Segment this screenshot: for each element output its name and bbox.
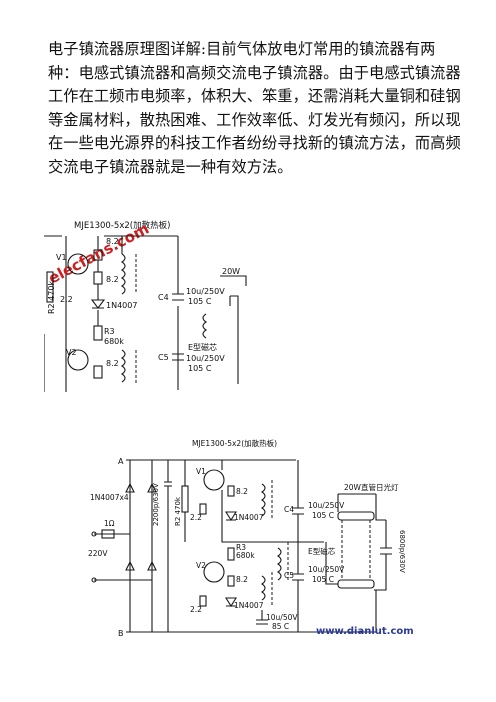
capacitor-c5 xyxy=(172,353,184,361)
resistor-r3 xyxy=(227,547,235,561)
c4-value1: 10u/250V xyxy=(308,501,345,510)
r-2-2-value: 2.2 xyxy=(60,295,73,304)
diode-symbol xyxy=(90,299,106,309)
r22b-value: 2.2 xyxy=(190,605,202,614)
lamp-filament-top xyxy=(337,511,375,521)
mains-terminal-1 xyxy=(91,531,97,537)
c4-value1: 10u/250V xyxy=(186,287,225,296)
r3-label: R3 xyxy=(104,327,115,336)
capacitor-right xyxy=(374,520,392,591)
r-top-value: 8.2 xyxy=(106,237,119,246)
c5-value1: 10u/250V xyxy=(308,565,345,574)
c4-value2: 105 C xyxy=(312,511,334,520)
schematic-figure-full: MJE1300-5x2(加散热板) A B 1N4007x4 1Ω 220V 2… xyxy=(86,430,436,642)
resistor-8-2-mid xyxy=(93,271,103,285)
resistor-8-2-a xyxy=(227,485,235,497)
resistor-2-2-a xyxy=(199,503,207,515)
c4-label: C4 xyxy=(284,505,294,514)
c-low-value2: 85 C xyxy=(272,622,289,631)
mains-terminal-2 xyxy=(91,577,97,583)
transistor-label: MJE1300-5x2(加散热板) xyxy=(192,438,277,448)
intro-paragraph: 电子镇流器原理图详解:目前气体放电灯常用的镇流器有两 种：电感式镇流器和高频交流… xyxy=(48,38,461,180)
capacitor-c5 xyxy=(292,542,304,632)
r8a-value: 8.2 xyxy=(236,487,248,496)
resistor-r2 xyxy=(46,271,54,303)
r22a-value: 2.2 xyxy=(190,513,202,522)
paragraph-line: 在一些电光源界的科技工作者纷纷寻找新的镇流方法，而高频 xyxy=(48,134,461,153)
r2-label: R2 470k xyxy=(174,496,182,526)
resistor-r2 xyxy=(181,485,189,513)
c-in-label: 2200p/630V xyxy=(152,483,160,526)
c-right-label: 6800p/630V xyxy=(398,530,406,573)
resistor-8-2-b xyxy=(227,575,235,587)
c5-value2: 105 C xyxy=(188,364,212,373)
website-watermark: www.dianlut.com xyxy=(316,626,414,637)
coil-1 xyxy=(261,483,266,517)
r3-value: 680k xyxy=(104,337,124,346)
r2-label: R2 470k xyxy=(47,281,56,314)
node-a-label: A xyxy=(118,457,124,466)
diode-a-label: 1N4007 xyxy=(234,513,264,522)
transistor-v1-symbol xyxy=(67,253,89,275)
v2-label: V2 xyxy=(196,561,206,570)
transistor-v1-symbol xyxy=(203,469,225,491)
c5-label: C5 xyxy=(284,571,294,580)
bridge-diodes xyxy=(125,482,157,571)
c5-label: C5 xyxy=(158,353,169,362)
diode-b-label: 1N4007 xyxy=(234,601,264,610)
capacitor-c4 xyxy=(172,293,184,301)
node-b-label: B xyxy=(118,629,124,638)
schematic-figure-cropped: MJE1300-5x2(加散热板) elecfans.com V1 R2 470… xyxy=(44,214,370,392)
r-mid-value: 8.2 xyxy=(106,275,119,284)
c4-value2: 105 C xyxy=(188,297,212,306)
diode-b-symbol xyxy=(225,597,237,608)
transistor-label: MJE1300-5x2(加散热板) xyxy=(74,220,170,231)
diode-label: 1N4007 xyxy=(106,301,137,310)
core-label: E型磁芯 xyxy=(188,342,217,352)
resistor-8-2-v2 xyxy=(93,365,103,379)
c4-label: C4 xyxy=(158,293,169,302)
paragraph-line: 交流电子镇流器就是一种有效方法。 xyxy=(48,157,293,176)
capacitor-c4 xyxy=(292,460,304,542)
schematic-full-svg: MJE1300-5x2(加散热板) A B 1N4007x4 1Ω 220V 2… xyxy=(88,438,414,638)
paragraph-line: 等金属材料，散热困难、工作效率低、灯发光有频闪，所以现 xyxy=(48,110,461,129)
coil-1 xyxy=(121,253,126,295)
c-low-value1: 10u/50V xyxy=(266,613,298,622)
v1-label: V1 xyxy=(196,467,206,476)
coil-center xyxy=(202,313,207,339)
core-label: E型磁芯 xyxy=(308,546,336,556)
r8b-value: 8.2 xyxy=(236,575,248,584)
fuse-symbol xyxy=(101,529,115,539)
resistor-8-2-top xyxy=(93,249,103,261)
lamp-tube xyxy=(341,520,371,580)
r-v2-value: 8.2 xyxy=(106,359,119,368)
coil-2 xyxy=(121,349,126,383)
lamp-label: 20W直管日光灯 xyxy=(344,482,399,492)
c5-value1: 10u/250V xyxy=(186,354,225,363)
paragraph-line: 工作在工频市电频率，体积大、笨重，还需消耗大量铜和硅钢 xyxy=(48,87,461,106)
resistor-r3 xyxy=(93,325,103,341)
v1-label: V1 xyxy=(56,253,67,262)
v2-label: V2 xyxy=(66,348,77,357)
capacitor-low xyxy=(256,610,268,625)
transistor-v2-symbol xyxy=(67,349,89,371)
schematic-cropped-svg: MJE1300-5x2(加散热板) elecfans.com V1 R2 470… xyxy=(44,219,247,392)
bridge-label: 1N4007x4 xyxy=(90,493,129,502)
coil-2 xyxy=(261,575,266,601)
r3-label: R3 xyxy=(236,543,246,552)
resistor-2-2-b xyxy=(199,595,207,607)
lamp-filament-bottom xyxy=(337,579,375,589)
paragraph-line: 电子镇流器原理图详解:目前气体放电灯常用的镇流器有两 xyxy=(48,40,436,58)
diode-a-symbol xyxy=(225,511,237,522)
coil-3 xyxy=(277,547,282,581)
r3-value: 680k xyxy=(236,551,255,560)
mains-label: 220V xyxy=(88,549,108,558)
paragraph-line: 种：电感式镇流器和高频交流电子镇流器。由于电感式镇流器 xyxy=(48,63,461,82)
transistor-v2-symbol xyxy=(203,561,225,583)
c5-value2: 105 C xyxy=(312,575,334,584)
capacitor-input xyxy=(164,460,172,632)
lamp-power-label: 20W xyxy=(222,267,240,276)
fuse-label: 1Ω xyxy=(104,519,115,528)
